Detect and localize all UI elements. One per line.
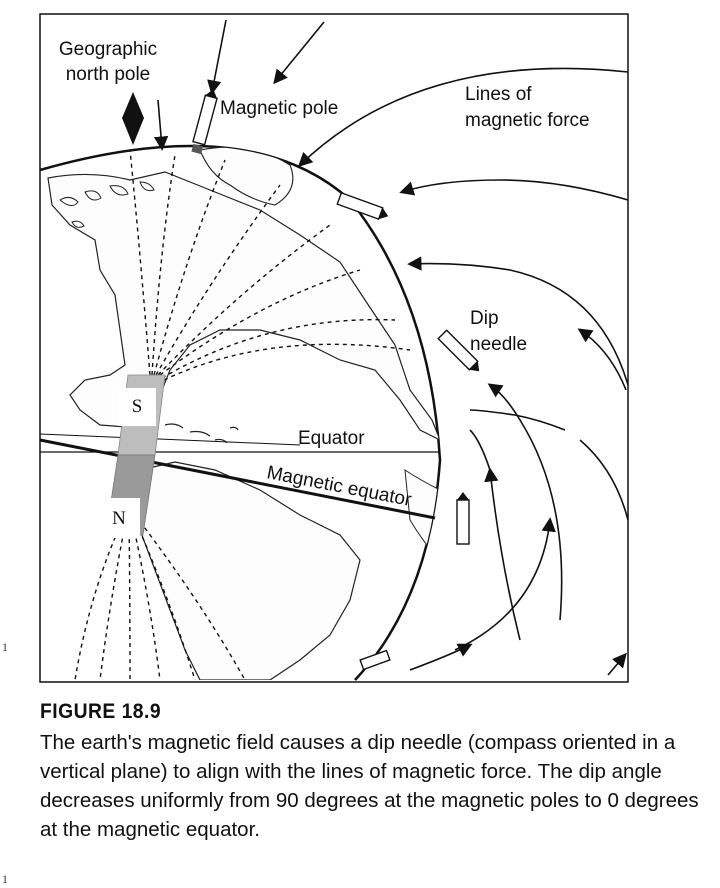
bar-magnet: S N xyxy=(100,374,166,538)
magnet-north-label: N xyxy=(112,508,126,529)
geographic-north-pole-label-line2: north pole xyxy=(66,64,151,85)
caribbean-islands xyxy=(164,423,239,444)
lines-of-force-label-line1: Lines of xyxy=(465,84,532,105)
dip-needle-mid xyxy=(437,329,480,372)
dip-needle-equator xyxy=(456,492,470,545)
equator-label: Equator xyxy=(298,428,365,449)
dip-needle-mid-upper xyxy=(336,191,389,221)
globe xyxy=(39,144,442,681)
geographic-north-pole-label-line1: Geographic xyxy=(59,39,157,60)
caption-text: The earth's magnetic field causes a dip … xyxy=(40,731,699,841)
magnet-north-label-bg xyxy=(100,498,140,538)
south-america-landmass xyxy=(129,461,361,680)
equator-line-shadow xyxy=(40,433,301,446)
external-field-lines xyxy=(153,19,629,676)
figure-frame xyxy=(39,13,629,683)
figure-number: FIGURE 18.9 xyxy=(40,700,162,723)
dip-needle-lower xyxy=(359,649,391,671)
figure-caption: FIGURE 18.9 The earth's magnetic field c… xyxy=(40,700,700,844)
arctic-islands xyxy=(59,181,155,228)
magnet-south-label-bg xyxy=(118,388,156,426)
margin-mark-2: 1 xyxy=(2,872,8,886)
magnetic-pole-label: Magnetic pole xyxy=(220,98,338,119)
margin-mark-1: 1 xyxy=(2,640,8,654)
magnetic-equator-label: Magnetic equator xyxy=(265,462,414,511)
geographic-north-pole-marker xyxy=(122,92,144,145)
magnet-south-label: S xyxy=(132,396,143,417)
north-america-landmass xyxy=(47,171,440,442)
magnetic-equator-line xyxy=(39,438,436,520)
dip-needle-label-line2: needle xyxy=(470,334,527,355)
dip-needle-label-line1: Dip xyxy=(470,308,499,329)
dip-needle-pole xyxy=(191,89,218,155)
globe-outline xyxy=(39,144,442,681)
earth-magnetic-field-diagram: S N Geographic xyxy=(39,13,629,683)
lines-of-force-label-line2: magnetic force xyxy=(465,110,590,131)
